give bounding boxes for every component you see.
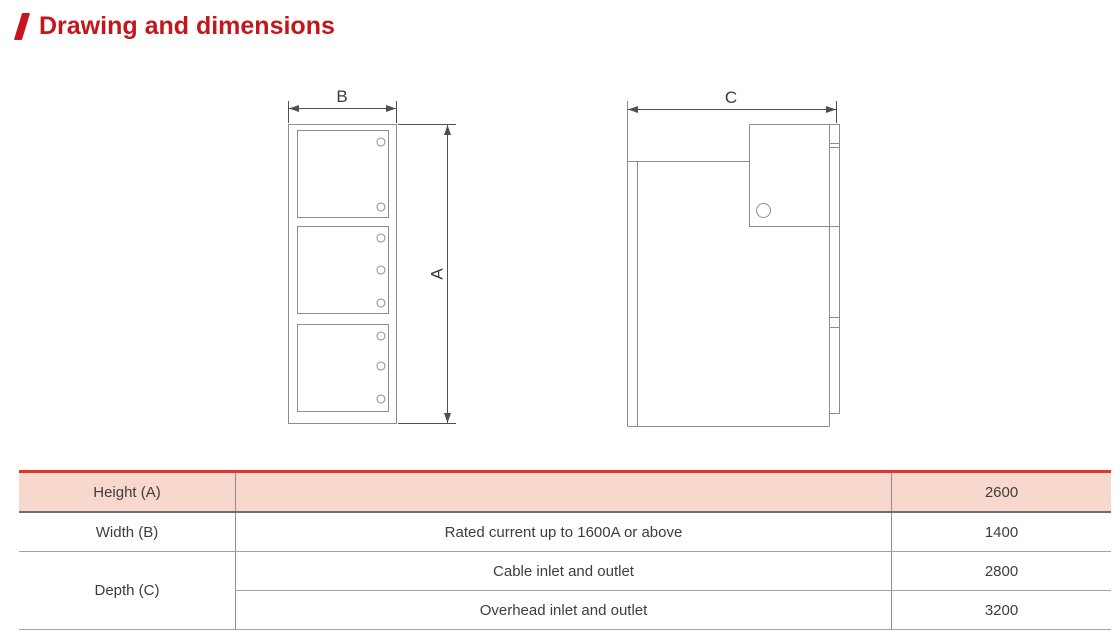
width-condition-cell: Rated current up to 1600A or above: [235, 512, 892, 552]
depth-label-cell: Depth (C): [94, 582, 160, 599]
depth-cable-condition-cell: Cable inlet and outlet: [235, 551, 892, 591]
table-row: Height (A) 2600: [19, 471, 1111, 513]
width-label-cell: Width (B): [19, 512, 236, 552]
door-panel-bottom: [297, 324, 389, 412]
table-row: Overhead inlet and outlet 3200: [19, 590, 1111, 630]
width-dimension-label: B: [336, 87, 347, 106]
section-heading: Drawing and dimensions: [13, 12, 335, 41]
height-label-cell: Height (A): [19, 471, 236, 513]
side-front-rail: [829, 124, 840, 414]
front-view-drawing: [288, 124, 397, 424]
side-compartment-hole: [756, 203, 771, 218]
dimension-drawings: B A C: [288, 87, 840, 427]
table-row: Depth (C) Cable inlet and outlet 2800: [19, 551, 1111, 599]
cabinet-outline: [288, 124, 397, 424]
height-condition-cell: [235, 471, 892, 513]
depth-overhead-condition-cell: Overhead inlet and outlet: [235, 590, 892, 630]
table-row: Width (B) Rated current up to 1600A or a…: [19, 512, 1111, 552]
width-value-cell: 1400: [891, 512, 1111, 552]
height-value-cell: 2600: [891, 471, 1111, 513]
dimensions-table: Height (A) 2600 Width (B) Rated current …: [19, 470, 1111, 630]
page-title: Drawing and dimensions: [39, 12, 335, 40]
height-dimension: A: [398, 124, 456, 424]
depth-dimension-label: C: [725, 88, 737, 107]
height-dimension-label: A: [428, 268, 447, 280]
side-view-drawing: [627, 101, 840, 427]
depth-dimension: C: [628, 88, 837, 123]
depth-overhead-value-cell: 3200: [984, 601, 1019, 619]
side-top-compartment: [749, 124, 830, 227]
width-dimension: B: [288, 87, 397, 123]
depth-cable-value-cell: 2800: [891, 551, 1111, 591]
door-panel-middle: [297, 226, 389, 314]
door-panel-top: [297, 130, 389, 218]
panel-screw-holes: [376, 137, 386, 404]
